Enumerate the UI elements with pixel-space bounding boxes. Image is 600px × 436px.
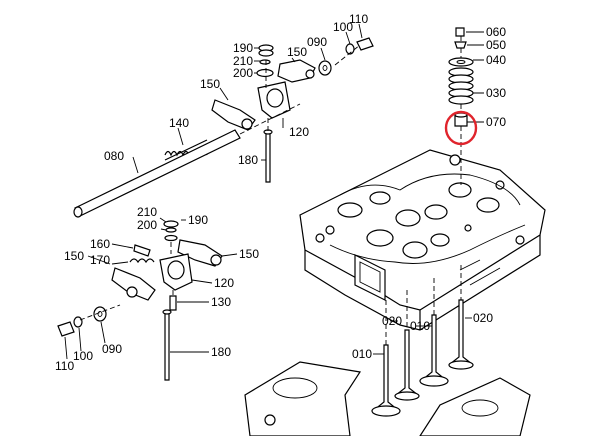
label-120-mid: 120 bbox=[214, 276, 234, 290]
label-010-b: 010 bbox=[410, 319, 430, 333]
label-210-mid: 210 bbox=[137, 205, 157, 219]
part-labels: 060 050 040 030 070 110 100 090 190 210 … bbox=[55, 12, 506, 373]
valve-spring-assembly bbox=[448, 27, 484, 185]
label-120-top: 120 bbox=[289, 125, 309, 139]
label-160: 160 bbox=[90, 237, 110, 251]
label-210-top: 210 bbox=[233, 54, 253, 68]
label-040: 040 bbox=[486, 53, 506, 67]
label-180-bot: 180 bbox=[211, 345, 231, 359]
leader-lines bbox=[64, 23, 472, 360]
label-010-a: 010 bbox=[352, 347, 372, 361]
label-150-top-a: 150 bbox=[287, 45, 307, 59]
label-180-top: 180 bbox=[238, 153, 258, 167]
label-020-b: 020 bbox=[473, 311, 493, 325]
label-190-top: 190 bbox=[233, 41, 253, 55]
label-150-mid-b: 150 bbox=[239, 247, 259, 261]
label-110-bot: 110 bbox=[55, 359, 74, 373]
label-090-bot: 090 bbox=[102, 342, 122, 356]
label-100-bot: 100 bbox=[73, 349, 93, 363]
label-200-top: 200 bbox=[233, 66, 253, 80]
label-140: 140 bbox=[169, 116, 189, 130]
label-080: 080 bbox=[104, 149, 124, 163]
lower-rocker-assembly bbox=[57, 220, 223, 381]
label-190-mid: 190 bbox=[188, 213, 208, 227]
valves bbox=[371, 265, 474, 417]
label-050: 050 bbox=[486, 38, 506, 52]
label-070: 070 bbox=[486, 115, 506, 129]
cylinder-head bbox=[299, 149, 546, 331]
label-020-a: 020 bbox=[382, 314, 402, 328]
label-100-top: 100 bbox=[333, 20, 353, 34]
label-150-mid-a: 150 bbox=[64, 249, 84, 263]
highlight-circle bbox=[444, 110, 478, 146]
upper-rocker-assembly bbox=[73, 37, 374, 218]
label-030: 030 bbox=[486, 86, 506, 100]
label-130: 130 bbox=[211, 295, 231, 309]
label-150-top-b: 150 bbox=[200, 77, 220, 91]
engine-block bbox=[244, 361, 531, 436]
label-170: 170 bbox=[90, 253, 110, 267]
label-090-top: 090 bbox=[307, 35, 327, 49]
label-060: 060 bbox=[486, 25, 506, 39]
label-200-mid: 200 bbox=[137, 218, 157, 232]
label-110-top: 110 bbox=[349, 12, 368, 26]
